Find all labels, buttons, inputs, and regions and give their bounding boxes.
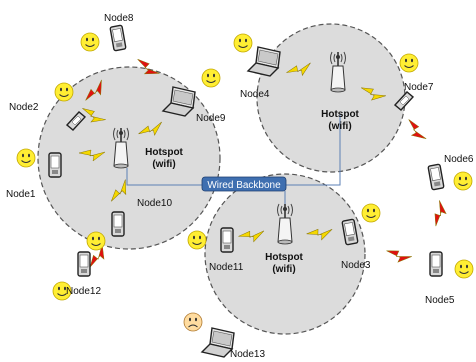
node-label: Node11: [209, 262, 244, 273]
hotspot-title: Hotspot: [321, 109, 359, 120]
node10-pda-icon: [111, 211, 125, 237]
hotspot-title: Hotspot: [145, 147, 183, 158]
hotspot-coverage-cell: [204, 173, 366, 335]
frowning-face-icon: [183, 312, 203, 332]
smiley-icon: [86, 231, 106, 251]
node-label: Node2: [9, 102, 39, 113]
smiley-icon: [54, 82, 74, 102]
hotspot-subtitle: (wifi): [152, 159, 175, 170]
smiley-icon: [80, 32, 100, 52]
node12-pda-icon: [77, 251, 91, 277]
hotspot-title: Hotspot: [265, 252, 303, 263]
node-label: Node9: [196, 113, 226, 124]
hotspot-coverage-cell: [256, 23, 406, 173]
node-label: Node13: [230, 349, 265, 360]
node-label: Node12: [66, 286, 101, 297]
node-label: Node10: [137, 198, 172, 209]
smiley-icon: [399, 53, 419, 73]
node5-pda-icon: [429, 251, 443, 277]
smiley-icon: [187, 230, 207, 250]
node1-pda-icon: [48, 152, 62, 178]
node-label: Node5: [425, 295, 455, 306]
hotspot-subtitle: (wifi): [272, 264, 295, 275]
smiley-icon: [233, 33, 253, 53]
smiley-icon: [361, 203, 381, 223]
node6-pda-icon: [427, 163, 445, 191]
backbone-label-box: [201, 176, 287, 192]
node-label: Node6: [444, 154, 474, 165]
node8-pda-icon: [109, 24, 127, 52]
smiley-icon: [453, 171, 473, 191]
smiley-icon: [201, 68, 221, 88]
node-label: Node3: [341, 260, 371, 271]
node4-laptop-icon: [247, 46, 281, 77]
backbone-label: Wired Backbone: [207, 180, 281, 191]
hotspot-subtitle: (wifi): [328, 121, 351, 132]
node-label: Node4: [240, 89, 270, 100]
smiley-icon: [454, 259, 474, 279]
node-label: Node1: [6, 189, 36, 200]
node11-pda-icon: [220, 227, 234, 253]
node-label: Node7: [404, 82, 434, 93]
node-label: Node8: [104, 13, 134, 24]
smiley-icon: [16, 148, 36, 168]
